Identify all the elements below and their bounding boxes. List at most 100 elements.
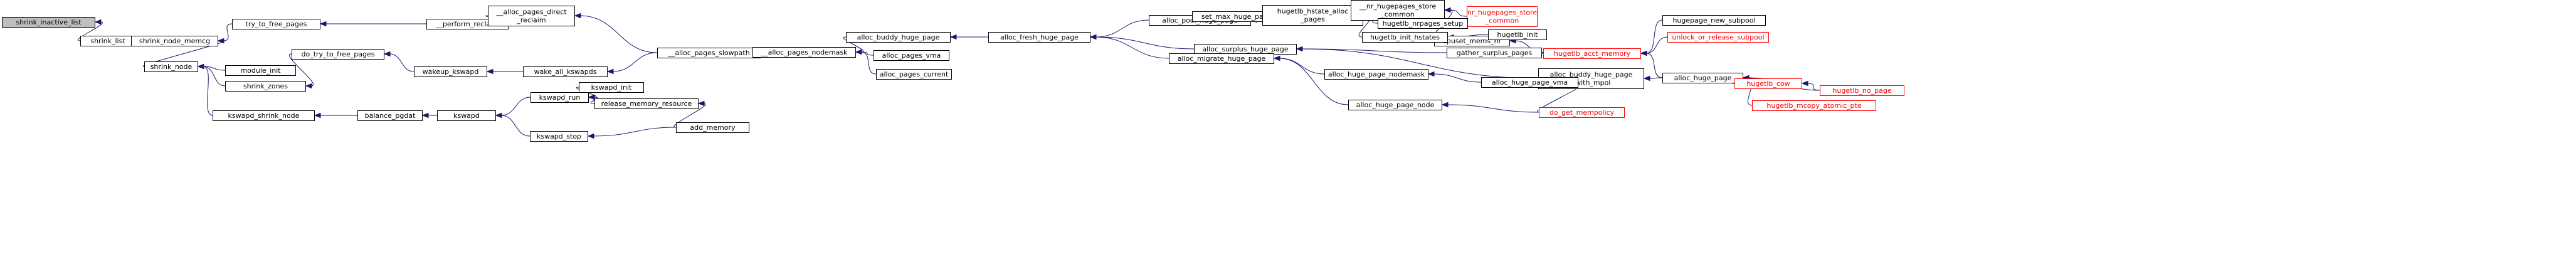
node-alloc-pages-direct-reclaim[interactable]: __alloc_pages_direct_reclaim [488, 6, 575, 26]
node-alloc-huge-page-vma[interactable]: alloc_huge_page_vma [1481, 77, 1578, 88]
edge-n20-n19 [673, 103, 706, 128]
node-box [530, 131, 588, 142]
node-cpuset-mems-nr[interactable]: cpuset_mems_nr [1434, 36, 1510, 46]
node-hugetlb-acct-memory[interactable]: hugetlb_acct_memory [1543, 48, 1641, 59]
node-nr-hugepages-store-common[interactable]: nr_hugepages_store_common [1467, 6, 1538, 27]
node-alloc-pages-current[interactable]: alloc_pages_current [876, 69, 952, 80]
node-alloc-buddy-huge-page[interactable]: alloc_buddy_huge_page [846, 32, 951, 43]
node-label: __alloc_pages_direct [495, 8, 567, 16]
edge-arrowhead [1640, 50, 1647, 56]
edge-n28-n26 [1095, 36, 1195, 50]
node-box [225, 65, 296, 76]
node-kswapd-stop[interactable]: kswapd_stop [530, 131, 588, 142]
node-shrink-zones[interactable]: shrink_zones [225, 81, 306, 92]
node-alloc-pages-slowpath[interactable]: __alloc_pages_slowpath [657, 48, 761, 58]
node-alloc-huge-page[interactable]: alloc_huge_page [1662, 73, 1743, 83]
node-label: add_memory [690, 124, 736, 132]
node-shrink-node[interactable]: shrink_node [144, 61, 198, 72]
node-hugetlb-no-page[interactable]: hugetlb_no_page [1820, 85, 1904, 96]
node-add-memory[interactable]: add_memory [676, 122, 749, 133]
edge-arrowhead [486, 68, 494, 75]
edge-n19-n16 [590, 97, 598, 104]
node-label: _common [1485, 17, 1519, 25]
node-label: kswapd_stop [537, 132, 581, 140]
node-alloc-pages-vma[interactable]: alloc_pages_vma [874, 50, 949, 61]
node-label: hugetlb_init_hstates [1370, 33, 1440, 41]
node-hugetlb-mcopy-atomic-pte[interactable]: hugetlb_mcopy_atomic_pte [1752, 100, 1876, 111]
node-label: hugetlb_cow [1746, 80, 1790, 88]
node-hugetlb-cow[interactable]: hugetlb_cow [1734, 78, 1802, 89]
node-shrink-node-memcg[interactable]: shrink_node_memcg [131, 36, 218, 46]
node-box [225, 81, 306, 92]
node-shrink-inactive-list[interactable]: shrink_inactive_list [2, 17, 95, 28]
node-label: alloc_fresh_huge_page [1000, 33, 1079, 41]
node-box [1488, 29, 1547, 40]
node-alloc-pages-nodemask[interactable]: __alloc_pages_nodemask [752, 47, 856, 58]
node-label: do_get_mempolicy [1549, 108, 1615, 117]
edge-arrowhead [319, 21, 327, 27]
node-wake-all-kswapds[interactable]: wake_all_kswapds [523, 66, 608, 77]
node-release-memory-resource[interactable]: release_memory_resource [594, 98, 699, 109]
node-box [876, 69, 952, 80]
node-do-get-mempolicy[interactable]: do_get_mempolicy [1539, 107, 1625, 118]
node-label: balance_pgdat [365, 112, 416, 120]
node-label: hugetlb_nrpages_setup [1383, 19, 1464, 28]
node-label: alloc_pages_current [880, 70, 949, 78]
node-module-init[interactable]: module_init [225, 65, 296, 76]
edge-n45-n44 [1807, 83, 1820, 91]
node-alloc-fresh-huge-page[interactable]: alloc_fresh_huge_page [988, 32, 1090, 43]
node-label: wake_all_kswapds [534, 68, 597, 76]
node-alloc-huge-page-node[interactable]: alloc_huge_page_node [1348, 100, 1442, 110]
node-unlock-or-release-subpool[interactable]: unlock_or_release_subpool [1667, 32, 1769, 43]
node-box [1262, 5, 1363, 26]
node-hugetlb-init-hstates[interactable]: hugetlb_init_hstates [1362, 32, 1448, 43]
node-label: unlock_or_release_subpool [1672, 33, 1764, 41]
node-label: kswapd_init [591, 83, 632, 92]
node-nr-hugepages-store-common[interactable]: __nr_hugepages_store_common [1351, 0, 1445, 21]
node-hugetlb-hstate-alloc-pages[interactable]: hugetlb_hstate_alloc_pages [1262, 5, 1363, 26]
node-alloc-surplus-huge-page[interactable]: alloc_surplus_huge_page [1194, 44, 1297, 55]
node-balance-pgdat[interactable]: balance_pgdat [357, 110, 423, 121]
edge-n21-n15 [612, 52, 658, 72]
node-set-max-huge-pages[interactable]: set_max_huge_pages [1192, 11, 1285, 22]
edge-n2-n1 [78, 21, 103, 41]
node-hugetlb-init[interactable]: hugetlb_init [1488, 29, 1547, 40]
node-alloc-buddy-huge-page-with-mpol[interactable]: alloc_buddy_huge_page_with_mpol [1538, 68, 1644, 89]
node-box [1348, 100, 1442, 110]
edge-arrowhead [588, 94, 595, 100]
node-label: do_try_to_free_pages [302, 50, 375, 58]
edge-n25-n22 [860, 51, 877, 75]
node-kswapd-shrink-node[interactable]: kswapd_shrink_node [213, 110, 315, 121]
edge-n27-n26 [1095, 19, 1149, 38]
node-hugetlb-nrpages-setup[interactable]: hugetlb_nrpages_setup [1378, 18, 1468, 29]
edge-n17-n13 [500, 115, 531, 137]
edge-arrowhead [197, 63, 204, 70]
node-label: __perform_reclaim [435, 20, 499, 28]
node-label: __alloc_pages_nodemask [761, 48, 848, 56]
node-shrink-list[interactable]: shrink_list [80, 36, 135, 46]
node-wakeup-kswapd[interactable]: wakeup_kswapd [414, 66, 487, 77]
edge-arrowhead [383, 51, 391, 57]
node-box [752, 47, 856, 58]
node-box [594, 98, 699, 109]
edge-arrowhead [1441, 102, 1449, 108]
edge-arrowhead [217, 38, 224, 44]
edge-arrowhead [305, 83, 312, 89]
edge-arrowhead [314, 112, 321, 119]
node-kswapd-run[interactable]: kswapd_run [531, 92, 589, 103]
edge-n49-n47 [1433, 73, 1482, 83]
node-do-try-to-free-pages[interactable]: do_try_to_free_pages [292, 49, 384, 60]
node-kswapd-init[interactable]: kswapd_init [579, 82, 644, 93]
node-box [1169, 53, 1274, 64]
node-alloc-huge-page-nodemask[interactable]: alloc_huge_page_nodemask [1324, 69, 1428, 80]
node-hugepage-new-subpool[interactable]: hugepage_new_subpool [1662, 15, 1766, 26]
node-try-to-free-pages[interactable]: try_to_free_pages [232, 19, 320, 29]
edge-n16-n13 [500, 97, 531, 116]
node-alloc-migrate-huge-page[interactable]: alloc_migrate_huge_page [1169, 53, 1274, 64]
node-gather-surplus-pages[interactable]: gather_surplus_pages [1447, 48, 1542, 58]
node-kswapd[interactable]: kswapd [437, 110, 496, 121]
node-box [232, 19, 320, 29]
node-box [579, 82, 644, 93]
node-box [1662, 73, 1743, 83]
edge-n7-n4 [203, 66, 226, 87]
